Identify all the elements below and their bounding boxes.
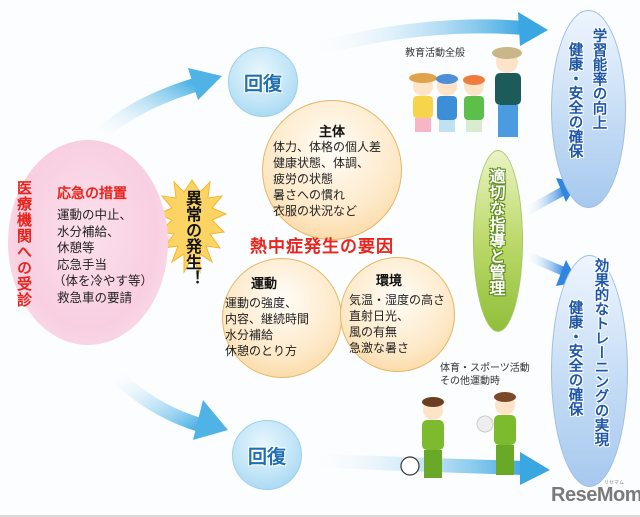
- factor-item: 衣服の状況など: [273, 204, 358, 218]
- factor-item: 体力、体格の個人差: [273, 140, 382, 154]
- recovery-circle-top: 回復: [228, 47, 298, 117]
- first-aid-item: 応急手当: [57, 256, 108, 272]
- factor-item: 直射日光、: [349, 309, 410, 323]
- factor-item: 気温・湿度の高さ: [349, 293, 446, 307]
- outcome-bottom-line1: 効果的なトレーニングの実現: [592, 258, 609, 447]
- outcome-bottom-line2: 健康・安全の確保: [566, 300, 583, 416]
- factor-item: 暑さへの慣れ: [273, 188, 346, 202]
- outcome-top-line2: 健康・安全の確保: [566, 42, 583, 158]
- caption-sport-line1: 体育・スポーツ活動: [440, 363, 530, 374]
- factor-exercise-list: 運動の強度、 内容、継続時間 水分補給 休憩のとり方: [225, 295, 309, 359]
- outcome-top-line1: 学習能率の向上: [590, 28, 607, 130]
- first-aid-title: 応急の措置: [57, 186, 127, 202]
- caption-sport: 体育・スポーツ活動 その他運動時: [440, 362, 530, 388]
- factor-environment-title: 環境: [376, 274, 403, 289]
- guidance-oval: [473, 150, 523, 332]
- factor-exercise-circle: 運動 運動の強度、 内容、継続時間 水分補給 休憩のとり方: [222, 258, 342, 378]
- arrow-top-long: [303, 12, 548, 59]
- recovery-label-bottom: 回復: [247, 445, 286, 468]
- factor-environment-list: 気温・湿度の高さ 直射日光、 風の有無 急激な暑さ: [349, 292, 445, 356]
- factor-item: 健康状態、体調、: [273, 156, 370, 170]
- guidance-label: 適切な指導と管理: [486, 168, 506, 296]
- sports-illustration: [400, 392, 516, 478]
- first-aid-item: 運動の中止、: [57, 207, 133, 222]
- medical-consultation-label: 医療機関への受診: [15, 180, 33, 308]
- recovery-label-top: 回復: [243, 72, 282, 95]
- factor-item: 急激な暑さ: [349, 341, 410, 355]
- resemom-logo: ReseMom: [551, 484, 640, 506]
- factor-subject-title: 主体: [319, 125, 346, 140]
- children-illustration: [409, 47, 522, 137]
- first-aid-list: 運動の中止、 水分補給、 休憩等 応急手当 （体を冷やす等） 救急車の要請: [53, 207, 153, 306]
- factor-environment-circle: 環境 気温・湿度の高さ 直射日光、 風の有無 急激な暑さ: [340, 257, 455, 372]
- first-aid-oval: [8, 140, 168, 345]
- factor-item: 運動の強度、: [225, 296, 298, 310]
- arrow-to-recovery-top: [90, 68, 222, 146]
- first-aid-item: （体を冷やす等）: [53, 273, 154, 288]
- factor-item: 内容、継続時間: [225, 312, 310, 326]
- factor-subject-circle: 主体 体力、体格の個人差 健康状態、体調、 疲労の状態 暑さへの慣れ 衣服の状況…: [262, 100, 402, 240]
- recovery-circle-bottom: 回復: [232, 420, 302, 490]
- anomaly-burst: [156, 179, 228, 274]
- resemom-logo-ruby: リセマム: [604, 480, 625, 486]
- factor-item: 疲労の状態: [273, 172, 334, 186]
- first-aid-item: 救急車の要請: [57, 289, 133, 305]
- arrow-to-recovery-bottom: [105, 365, 228, 440]
- factor-subject-list: 体力、体格の個人差 健康状態、体調、 疲労の状態 暑さへの慣れ 衣服の状況など: [273, 139, 381, 219]
- outcome-bottom-oval: [551, 255, 628, 487]
- factor-item: 休憩のとり方: [225, 344, 298, 358]
- causes-title: 熱中症発生の要因: [250, 237, 394, 257]
- factor-item: 風の有無: [349, 325, 398, 339]
- first-aid-item: 水分補給、: [57, 223, 120, 239]
- factor-item: 水分補給: [225, 328, 274, 342]
- factor-exercise-title: 運動: [251, 277, 278, 292]
- first-aid-item: 休憩等: [57, 240, 95, 255]
- caption-education: 教育活動全般: [405, 48, 465, 59]
- caption-sport-line2: その他運動時: [440, 376, 500, 387]
- outcome-top-oval: [551, 10, 626, 208]
- anomaly-label: 異常の発生！: [183, 190, 202, 286]
